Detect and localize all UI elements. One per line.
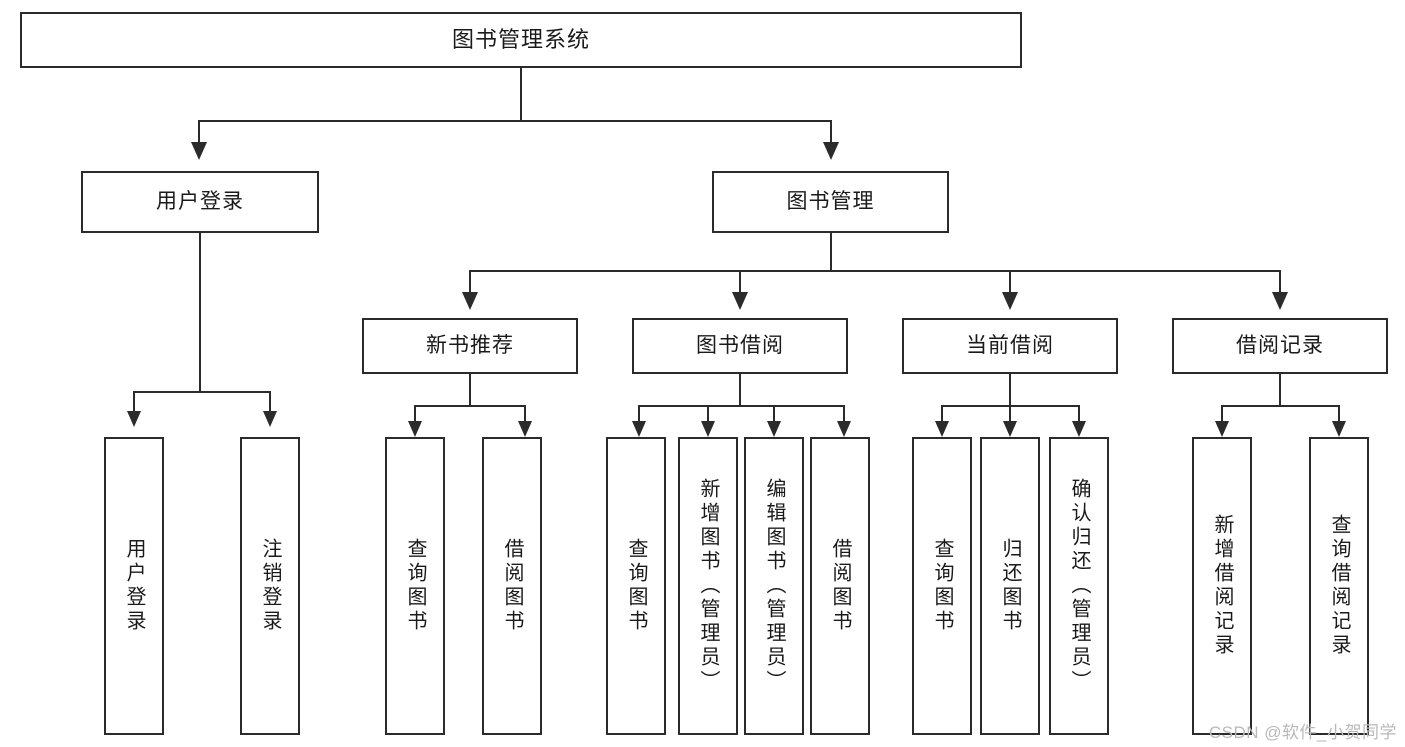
connector-level3-drop-3: [1009, 270, 1011, 292]
connector-borrow-record-drop-2: [1338, 405, 1340, 421]
node-label: 注销登录: [259, 538, 281, 634]
node-label: 新增借阅记录: [1211, 514, 1233, 658]
arrow-to-leaf-return-book: [1003, 421, 1017, 437]
node-leaf-query-book-1[interactable]: 查询图书: [385, 437, 445, 735]
node-current-borrow[interactable]: 当前借阅: [902, 318, 1118, 374]
node-label: 图书管理: [786, 189, 875, 213]
node-label: 借阅图书: [829, 538, 851, 634]
node-new-book-rec[interactable]: 新书推荐: [362, 318, 578, 374]
node-label: 归还图书: [999, 538, 1021, 634]
connector-level3-drop-4: [1279, 270, 1281, 292]
connector-level2-drop-right: [830, 120, 832, 142]
connector-user-login-bus: [133, 391, 269, 393]
node-label: 用户登录: [123, 538, 145, 634]
connector-root-stem: [520, 68, 522, 120]
connector-user-login-drop-1: [133, 391, 135, 411]
connector-borrow-record-drop-1: [1221, 405, 1223, 421]
arrow-to-leaf-add-record: [1215, 421, 1229, 437]
connector-current-borrow-drop-1: [941, 405, 943, 421]
arrow-to-leaf-query-book-3: [935, 421, 949, 437]
connector-book-borrow-drop-3: [773, 405, 775, 421]
node-label: 查询借阅记录: [1328, 514, 1350, 658]
arrow-to-book-borrow: [732, 292, 748, 310]
node-leaf-query-record[interactable]: 查询借阅记录: [1309, 437, 1369, 735]
arrow-to-book-manage: [823, 142, 839, 160]
connector-level3-bus: [469, 270, 1279, 272]
arrow-to-leaf-query-record: [1332, 421, 1346, 437]
node-leaf-confirm-return[interactable]: 确认归还（管理员）: [1049, 437, 1109, 735]
arrow-to-new-book-rec: [462, 292, 478, 310]
connector-borrow-record-bus: [1221, 405, 1338, 407]
node-label: 新书推荐: [426, 333, 514, 357]
connector-current-borrow-stem: [1009, 374, 1011, 405]
arrow-to-user-login: [191, 142, 207, 160]
node-book-manage[interactable]: 图书管理: [712, 171, 949, 233]
connector-book-borrow-drop-4: [843, 405, 845, 421]
connector-book-borrow-drop-1: [638, 405, 640, 421]
node-borrow-record[interactable]: 借阅记录: [1172, 318, 1388, 374]
connector-level2-drop-left: [198, 120, 200, 142]
node-leaf-borrow-book-2[interactable]: 借阅图书: [810, 437, 870, 735]
arrow-to-leaf-query-book-2: [632, 421, 646, 437]
node-label: 当前借阅: [966, 333, 1054, 357]
connector-new-book-rec-bus: [414, 405, 524, 407]
node-leaf-user-login[interactable]: 用户登录: [104, 437, 164, 735]
connector-new-book-rec-drop-2: [524, 405, 526, 421]
node-label: 图书借阅: [696, 333, 784, 357]
arrow-to-leaf-borrow-book-2: [837, 421, 851, 437]
connector-book-borrow-bus: [638, 405, 843, 407]
connector-new-book-rec-drop-1: [414, 405, 416, 421]
arrow-to-leaf-confirm-return: [1072, 421, 1086, 437]
node-leaf-add-record[interactable]: 新增借阅记录: [1192, 437, 1252, 735]
arrow-to-leaf-edit-book: [767, 421, 781, 437]
node-leaf-edit-book[interactable]: 编辑图书（管理员）: [744, 437, 804, 735]
node-label: 查询图书: [931, 538, 953, 634]
node-label: 新增图书（管理员）: [697, 478, 719, 694]
node-label: 用户登录: [156, 189, 244, 213]
arrow-to-leaf-user-login: [127, 411, 141, 427]
connector-borrow-record-stem: [1279, 374, 1281, 405]
arrow-to-leaf-user-logout: [263, 411, 277, 427]
connector-book-borrow-drop-2: [707, 405, 709, 421]
node-book-borrow[interactable]: 图书借阅: [632, 318, 848, 374]
connector-level3-drop-1: [469, 270, 471, 292]
watermark-text: CSDN @软件_小贺同学: [1208, 723, 1397, 742]
arrow-to-leaf-add-book: [701, 421, 715, 437]
node-leaf-query-book-3[interactable]: 查询图书: [912, 437, 972, 735]
connector-book-borrow-stem: [739, 374, 741, 405]
node-leaf-return-book[interactable]: 归还图书: [980, 437, 1040, 735]
connector-level3-drop-2: [739, 270, 741, 292]
arrow-to-leaf-query-book-1: [408, 421, 422, 437]
connector-new-book-rec-stem: [469, 374, 471, 405]
node-label: 图书管理系统: [451, 27, 590, 53]
node-leaf-user-logout[interactable]: 注销登录: [240, 437, 300, 735]
node-user-login[interactable]: 用户登录: [81, 171, 319, 233]
node-leaf-add-book[interactable]: 新增图书（管理员）: [678, 437, 738, 735]
connector-user-login-drop-2: [269, 391, 271, 411]
node-label: 查询图书: [404, 538, 426, 634]
node-label: 借阅图书: [501, 538, 523, 634]
connector-current-borrow-drop-2: [1009, 405, 1011, 421]
node-root-system[interactable]: 图书管理系统: [20, 12, 1022, 68]
arrow-to-borrow-record: [1272, 292, 1288, 310]
node-label: 确认归还（管理员）: [1068, 478, 1090, 694]
node-label: 借阅记录: [1236, 333, 1324, 357]
node-leaf-query-book-2[interactable]: 查询图书: [606, 437, 666, 735]
connector-book-manage-stem: [830, 233, 832, 270]
node-label: 编辑图书（管理员）: [763, 478, 785, 694]
connector-level2-bus: [198, 120, 832, 122]
arrow-to-current-borrow: [1002, 292, 1018, 310]
connector-current-borrow-drop-3: [1078, 405, 1080, 421]
arrow-to-leaf-borrow-book-1: [518, 421, 532, 437]
node-label: 查询图书: [625, 538, 647, 634]
node-leaf-borrow-book-1[interactable]: 借阅图书: [482, 437, 542, 735]
connector-user-login-stem: [199, 233, 201, 391]
